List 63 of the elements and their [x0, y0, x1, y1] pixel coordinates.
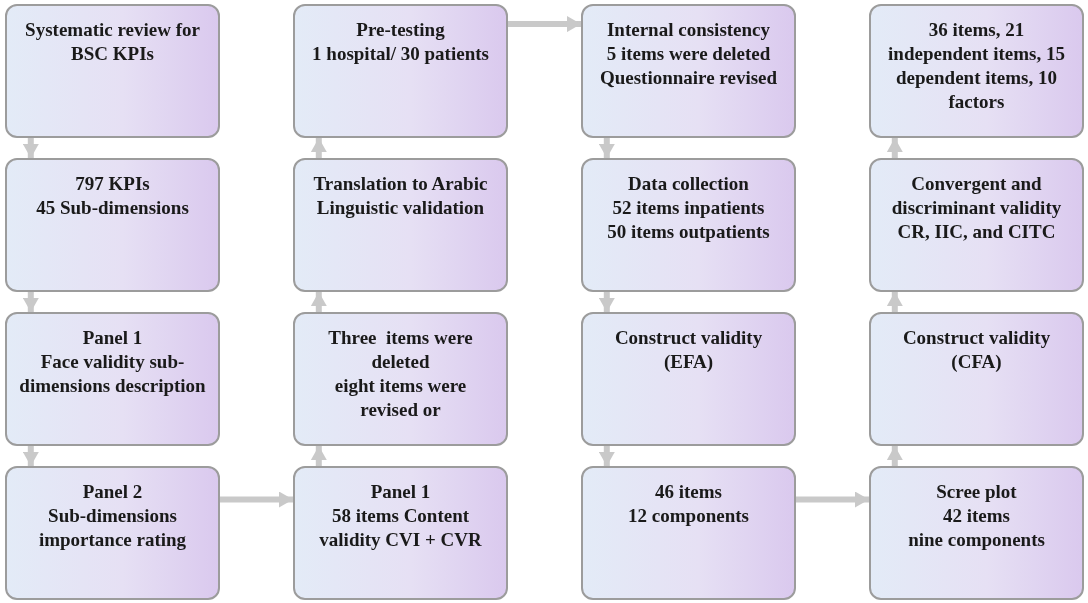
box-heading: Translation to Arabic	[313, 172, 488, 196]
process-box	[5, 158, 220, 292]
box-text: 42 items	[943, 504, 1010, 528]
box-text: (EFA)	[663, 350, 714, 374]
box-text: Sub-dimensions importance rating	[37, 504, 188, 552]
box-heading: 797 KPIs	[75, 172, 150, 196]
process-box	[5, 4, 220, 138]
box-heading: Panel 2	[82, 480, 143, 504]
box-text: 52 items inpatients	[612, 196, 765, 220]
process-box	[5, 466, 220, 600]
process-box	[293, 312, 508, 446]
box-heading: Pre-testing	[356, 18, 445, 42]
arrow	[310, 446, 327, 466]
box-text: 45 Sub-dimensions	[36, 196, 189, 220]
box-text: 12 components	[628, 504, 749, 528]
box-heading: Internal consistency	[606, 18, 771, 42]
arrow	[22, 138, 39, 158]
arrow	[310, 292, 327, 312]
arrow	[796, 491, 869, 508]
box-heading: Convergent and discriminant validity	[890, 172, 1063, 220]
box-heading: 46 items	[655, 480, 722, 504]
box-text: eight items were revised or	[333, 374, 468, 422]
box-text: nine components	[908, 528, 1045, 552]
process-box	[581, 158, 796, 292]
box-heading: Data collection	[628, 172, 749, 196]
arrow	[220, 491, 293, 508]
arrow	[508, 16, 581, 33]
box-text: 36 items, 21 independent items, 15 dependent items, 10 factors	[887, 18, 1066, 114]
box-text: Questionnaire revised	[599, 66, 778, 90]
box-text: 5 items were deleted	[606, 42, 771, 66]
box-text: Systematic review for BSC KPIs	[24, 18, 201, 66]
process-box	[293, 4, 508, 138]
process-box	[581, 466, 796, 600]
process-box	[869, 158, 1084, 292]
box-text: 50 items outpatients	[607, 220, 770, 244]
process-box	[293, 158, 508, 292]
process-box	[869, 312, 1084, 446]
arrow	[886, 138, 903, 158]
box-text: Linguistic validation	[316, 196, 485, 220]
box-heading: Construct validity	[614, 326, 763, 350]
arrow	[22, 292, 39, 312]
box-text: Face validity sub-dimensions description	[18, 350, 207, 398]
box-text: 58 items Content validity CVI + CVR	[318, 504, 483, 552]
process-box	[293, 466, 508, 600]
arrow	[886, 446, 903, 466]
box-text: 1 hospital/ 30 patients	[312, 42, 489, 66]
process-box	[869, 4, 1084, 138]
box-heading: Panel 1	[370, 480, 431, 504]
box-heading: Construct validity	[902, 326, 1051, 350]
box-text: (CFA)	[951, 350, 1002, 374]
process-box	[581, 4, 796, 138]
box-heading: Panel 1	[82, 326, 143, 350]
process-box	[581, 312, 796, 446]
process-box	[5, 312, 220, 446]
arrow	[598, 138, 615, 158]
arrow	[598, 446, 615, 466]
box-text: CR, IIC, and CITC	[897, 220, 1056, 244]
arrow	[310, 138, 327, 158]
arrow	[598, 292, 615, 312]
box-heading: Scree plot	[936, 480, 1017, 504]
arrow	[22, 446, 39, 466]
arrow	[886, 292, 903, 312]
process-box	[869, 466, 1084, 600]
